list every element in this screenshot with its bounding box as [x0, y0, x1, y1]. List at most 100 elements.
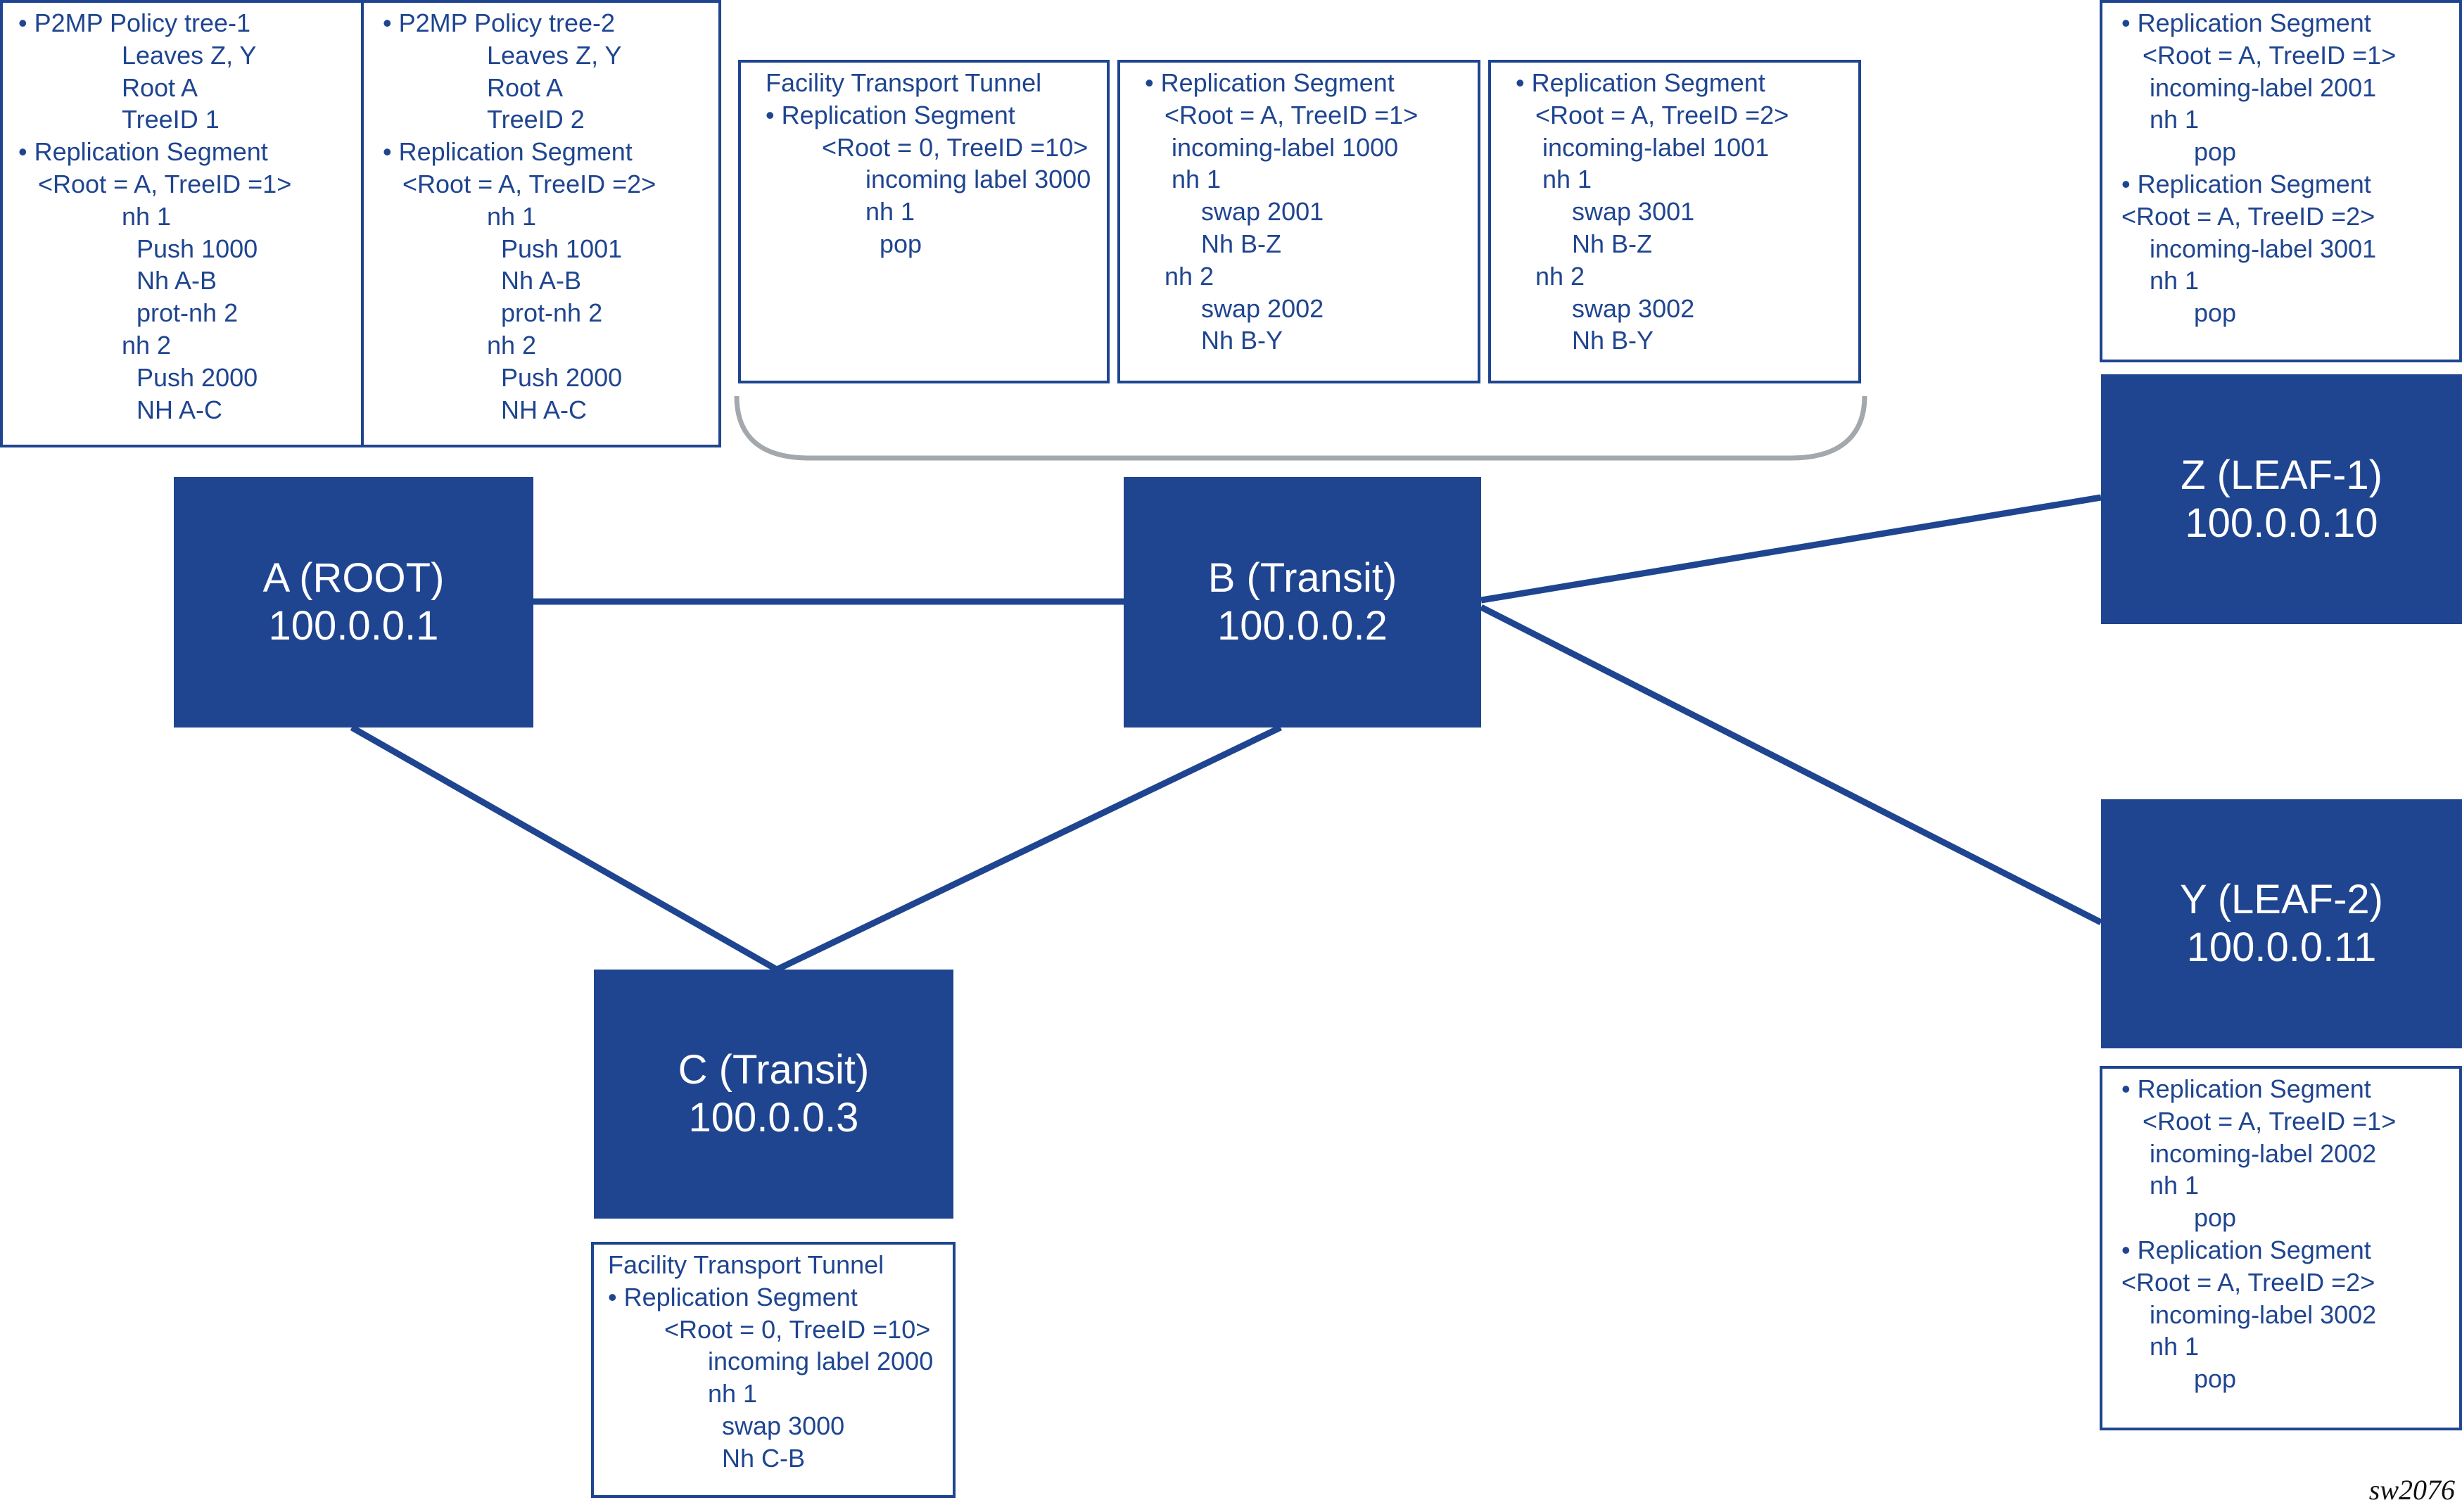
- info-line: pop: [880, 229, 922, 258]
- info-line: <Root = A, TreeID =2>: [402, 169, 656, 198]
- info-line: • Replication Segment: [18, 137, 268, 167]
- b-facility-tunnel-box: Facility Transport Tunnel• Replication S…: [738, 60, 1110, 383]
- info-line: • Replication Segment: [2121, 8, 2371, 37]
- info-line: nh 1: [122, 201, 172, 231]
- info-line: pop: [2194, 1203, 2237, 1233]
- node-z-name: Z (LEAF-1): [2181, 452, 2382, 498]
- node-c-ip: 100.0.0.3: [688, 1095, 859, 1141]
- node-b-name: B (Transit): [1207, 555, 1397, 601]
- node-a-ip: 100.0.0.1: [268, 603, 439, 649]
- info-line: <Root = 0, TreeID =10>: [822, 132, 1089, 162]
- info-line: Push 2000: [137, 362, 258, 392]
- info-line: nh 2: [1535, 261, 1585, 291]
- info-line: incoming label 2000: [708, 1347, 934, 1376]
- b-segment-tree-2-box: • Replication Segment<Root = A, TreeID =…: [1488, 60, 1861, 383]
- info-line: swap 3000: [722, 1411, 845, 1440]
- info-line: swap 3002: [1572, 293, 1695, 323]
- node-z-leaf-1[interactable]: Z (LEAF-1) 100.0.0.10: [2101, 374, 2462, 624]
- info-line: Root A: [122, 72, 198, 102]
- c-facility-tunnel-box: Facility Transport Tunnel • Replication S…: [591, 1242, 956, 1498]
- link-b-z: [1480, 494, 2102, 604]
- z-segments-box: • Replication Segment <Root = A, TreeID =…: [2100, 0, 2462, 362]
- link-b-c: [775, 724, 1282, 973]
- info-line: incoming label 3000: [865, 165, 1091, 194]
- node-c-name: C (Transit): [678, 1047, 870, 1093]
- info-line: pop: [2194, 137, 2237, 167]
- info-line: prot-nh 2: [137, 298, 239, 328]
- info-line: Nh B-Z: [1572, 229, 1653, 258]
- figure-credit: sw2076: [2368, 1474, 2455, 1506]
- info-line: <Root = A, TreeID =1>: [38, 169, 292, 198]
- info-line: TreeID 1: [122, 105, 220, 134]
- info-line: nh 1: [2150, 1171, 2200, 1200]
- info-line: Root A: [487, 72, 564, 102]
- link-a-c: [350, 725, 779, 972]
- info-line: Nh A-B: [137, 266, 217, 296]
- info-line: • Replication Segment: [2121, 1235, 2371, 1264]
- info-line: • Replication Segment: [608, 1282, 858, 1311]
- info-line: <Root = 0, TreeID =10>: [664, 1314, 931, 1344]
- info-line: Facility Transport Tunnel: [608, 1250, 884, 1279]
- facility-tunnel-brace: [734, 395, 1867, 461]
- y-segments-box: • Replication Segment <Root = A, TreeID =…: [2100, 1066, 2462, 1430]
- node-y-leaf-2[interactable]: Y (LEAF-2) 100.0.0.11: [2101, 799, 2462, 1048]
- info-line: nh 1: [1542, 165, 1592, 194]
- info-line: Push 1001: [501, 234, 623, 263]
- info-line: nh 1: [708, 1379, 758, 1409]
- info-line: • Replication Segment: [1145, 68, 1395, 97]
- info-line: TreeID 2: [487, 105, 585, 134]
- node-c-transit[interactable]: C (Transit) 100.0.0.3: [594, 970, 953, 1219]
- b-segment-tree-1-box: • Replication Segment <Root = A, TreeID =…: [1117, 60, 1480, 383]
- node-z-ip: 100.0.0.10: [2185, 500, 2378, 546]
- info-line: nh 2: [487, 330, 537, 360]
- info-line: • P2MP Policy tree-1: [18, 8, 251, 37]
- node-a-name: A (ROOT): [262, 555, 445, 601]
- info-line: <Root = A, TreeID =2>: [2121, 201, 2375, 231]
- info-line: nh 1: [2150, 1332, 2200, 1361]
- info-line: prot-nh 2: [501, 298, 603, 328]
- info-line: incoming-label 1001: [1542, 132, 1770, 162]
- node-b-transit[interactable]: B (Transit) 100.0.0.2: [1124, 477, 1481, 728]
- info-line: nh 2: [1165, 261, 1214, 291]
- info-line: Leaves Z, Y: [487, 40, 622, 70]
- info-line: Push 2000: [501, 362, 623, 392]
- node-b-ip: 100.0.0.2: [1217, 603, 1388, 649]
- info-line: incoming-label 3002: [2150, 1300, 2377, 1329]
- info-line: Push 1000: [137, 234, 258, 263]
- info-line: nh 1: [2150, 105, 2200, 134]
- info-line: swap 2002: [1201, 293, 1324, 323]
- info-line: pop: [2194, 298, 2237, 328]
- info-line: • Replication Segment: [383, 137, 633, 167]
- info-line: nh 1: [865, 197, 915, 227]
- link-b-y: [1479, 604, 2103, 926]
- info-line: Nh B-Z: [1201, 229, 1282, 258]
- info-line: <Root = A, TreeID =1>: [2143, 1106, 2397, 1136]
- info-line: Nh C-B: [722, 1443, 806, 1473]
- info-line: Nh B-Y: [1572, 326, 1654, 355]
- info-line: incoming-label 1000: [1172, 132, 1399, 162]
- info-line: swap 3001: [1572, 197, 1695, 227]
- info-line: nh 1: [1172, 165, 1222, 194]
- info-line: Facility Transport Tunnel: [766, 68, 1042, 97]
- info-line: pop: [2194, 1364, 2237, 1394]
- info-line: NH A-C: [501, 395, 588, 424]
- info-line: <Root = A, TreeID =1>: [1165, 100, 1419, 129]
- info-line: nh 1: [487, 201, 537, 231]
- node-a-root[interactable]: A (ROOT) 100.0.0.1: [174, 477, 533, 728]
- info-line: Nh A-B: [501, 266, 582, 296]
- node-y-name: Y (LEAF-2): [2179, 877, 2383, 922]
- info-line: incoming-label 3001: [2150, 234, 2377, 263]
- info-line: incoming-label 2002: [2150, 1138, 2377, 1168]
- info-line: Nh B-Y: [1201, 326, 1283, 355]
- info-line: • Replication Segment: [1516, 68, 1765, 97]
- info-line: <Root = A, TreeID =1>: [2143, 40, 2397, 70]
- info-line: incoming-label 2001: [2150, 72, 2377, 102]
- node-y-ip: 100.0.0.11: [2186, 925, 2377, 970]
- info-line: • P2MP Policy tree-2: [383, 8, 616, 37]
- info-line: NH A-C: [137, 395, 223, 424]
- info-line: • Replication Segment: [2121, 1074, 2371, 1103]
- info-line: swap 2001: [1201, 197, 1324, 227]
